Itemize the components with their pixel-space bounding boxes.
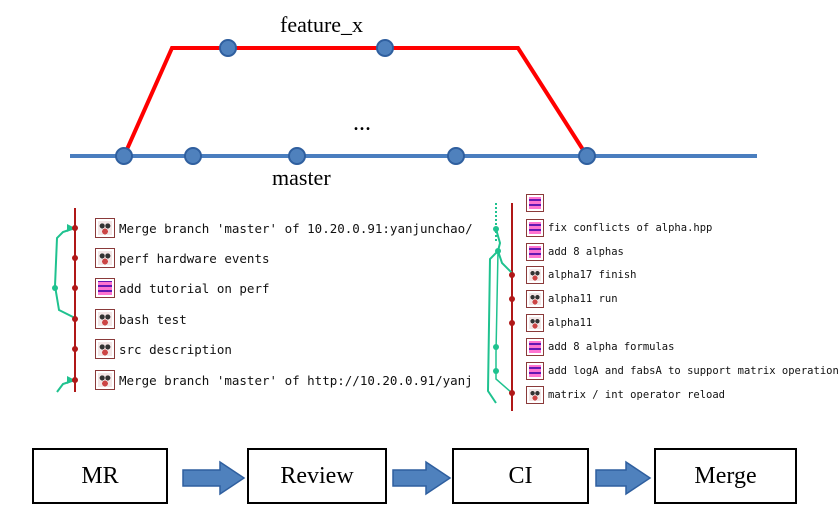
commit-message: alpha11 run	[548, 293, 618, 305]
commit-message: matrix / int operator reload	[548, 389, 726, 401]
step-ci-box: CI	[452, 448, 589, 504]
commit-message: Merge branch 'master' of 10.20.0.91:yanj…	[119, 220, 473, 236]
right-git-log-panel: fix conflicts of alpha.hpp add 8 alphas …	[484, 194, 839, 411]
arrow-right-icon	[182, 460, 246, 496]
avatar	[526, 362, 544, 380]
step-review-box: Review	[247, 448, 387, 504]
master-branch-label: master	[272, 165, 331, 190]
list-item[interactable]: add 8 alphas	[526, 240, 624, 264]
list-item[interactable]: add logA and fabsA to support matrix ope…	[526, 359, 839, 383]
avatar	[95, 248, 115, 268]
avatar	[95, 309, 115, 329]
list-item[interactable]: alpha11 run	[526, 287, 618, 311]
master-commit-node	[184, 147, 202, 165]
commit-message: add 8 alpha formulas	[548, 341, 675, 353]
step-merge-box: Merge	[654, 448, 797, 504]
ellipsis-label: ...	[353, 110, 371, 136]
avatar	[95, 218, 115, 238]
left-commit-graph	[52, 208, 78, 393]
avatar	[526, 290, 544, 308]
master-commit-node	[115, 147, 133, 165]
list-item[interactable]: Merge branch 'master' of 10.20.0.91:yanj…	[95, 216, 473, 240]
branch-diagram	[70, 39, 757, 165]
avatar	[526, 386, 544, 404]
list-item[interactable]: alpha17 finish	[526, 263, 637, 287]
feature-commit-node	[376, 39, 394, 57]
avatar	[526, 219, 544, 237]
avatar	[95, 278, 115, 298]
commit-message: add tutorial on perf	[119, 280, 270, 296]
commit-message: fix conflicts of alpha.hpp	[548, 222, 713, 234]
avatar	[526, 338, 544, 356]
commit-message: add 8 alphas	[548, 246, 624, 258]
commit-message: bash test	[119, 311, 187, 327]
avatar	[526, 194, 544, 212]
feature-branch-label: feature_x	[280, 12, 364, 37]
list-item[interactable]: add tutorial on perf	[95, 276, 270, 300]
master-commit-node	[447, 147, 465, 165]
arrow-right-icon	[392, 460, 452, 496]
master-commit-node	[578, 147, 596, 165]
master-commit-node	[288, 147, 306, 165]
feature-branch-line	[122, 46, 589, 158]
avatar	[526, 314, 544, 332]
commit-message: perf hardware events	[119, 250, 270, 266]
feature-commit-node	[219, 39, 237, 57]
step-mr-box: MR	[32, 448, 168, 504]
list-item[interactable]: fix conflicts of alpha.hpp	[526, 216, 712, 240]
list-item[interactable]: src description	[95, 337, 232, 361]
list-item[interactable]: perf hardware events	[95, 246, 270, 270]
workflow-arrows	[182, 460, 652, 496]
list-item[interactable]: bash test	[95, 307, 187, 331]
right-commit-graph	[486, 203, 515, 411]
left-git-log-panel: Merge branch 'master' of 10.20.0.91:yanj…	[45, 208, 473, 393]
list-item[interactable]: matrix / int operator reload	[526, 383, 725, 407]
commit-message: Merge branch 'master' of http://10.20.0.…	[119, 372, 473, 388]
commit-message: src description	[119, 341, 232, 357]
list-item[interactable]: alpha11	[526, 311, 592, 335]
list-item[interactable]: add 8 alpha formulas	[526, 335, 674, 359]
avatar	[526, 266, 544, 284]
list-item[interactable]: Merge branch 'master' of http://10.20.0.…	[95, 368, 473, 392]
avatar	[95, 339, 115, 359]
commit-message: alpha11	[548, 317, 593, 329]
list-item[interactable]	[526, 191, 544, 215]
commit-message: alpha17 finish	[548, 269, 637, 281]
commit-message: add logA and fabsA to support matrix ope…	[548, 365, 839, 377]
avatar	[95, 370, 115, 390]
arrow-right-icon	[595, 460, 652, 496]
avatar	[526, 243, 544, 261]
